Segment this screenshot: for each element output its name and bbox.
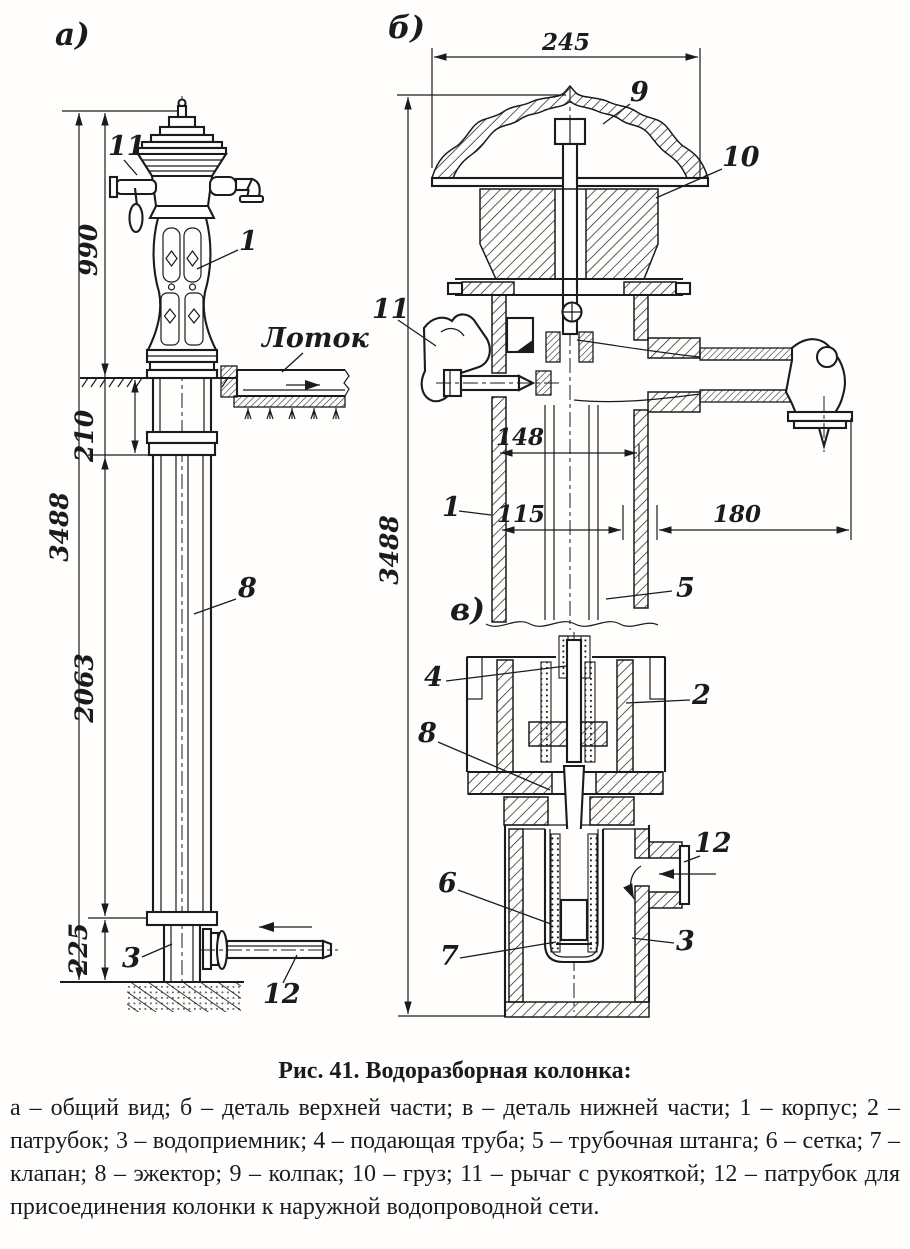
trough-leader bbox=[281, 352, 304, 373]
callout-2: 2 bbox=[691, 680, 711, 711]
spout-lip bbox=[238, 194, 265, 204]
callout-8-a: 8 bbox=[237, 573, 257, 604]
leader-8-a bbox=[193, 598, 237, 615]
leader-6 bbox=[457, 889, 552, 925]
callout-8-v: 8 bbox=[417, 718, 437, 749]
bottom-flange bbox=[145, 910, 219, 927]
callout-3-v: 3 bbox=[676, 926, 695, 957]
leader-12-v bbox=[683, 855, 701, 863]
handle-grip bbox=[128, 202, 144, 234]
callout-5: 5 bbox=[676, 573, 695, 604]
break-line bbox=[485, 621, 659, 627]
dim-245: 245 bbox=[541, 29, 590, 56]
column-head bbox=[108, 98, 265, 234]
connection-pipe-12 bbox=[623, 841, 716, 909]
gooseneck-loop bbox=[815, 345, 839, 369]
valve-body bbox=[559, 898, 589, 942]
spout-tube-topwall bbox=[699, 347, 793, 361]
foundation bbox=[127, 983, 241, 1012]
view-b-upper-detail: б) 3488 245 bbox=[372, 10, 854, 1017]
trough-label: Лоток bbox=[260, 323, 369, 354]
dim-210: 210 bbox=[70, 409, 99, 463]
leader-2 bbox=[625, 699, 691, 704]
spout-mouth-flange bbox=[786, 410, 854, 423]
leader-3-v bbox=[631, 937, 675, 944]
leader-11-a bbox=[123, 159, 138, 176]
flow-arrow-curved-icon bbox=[623, 865, 642, 900]
leader-1-b bbox=[458, 510, 492, 516]
caption-body: а – общий вид; б – деталь верхней части;… bbox=[10, 1095, 900, 1220]
leader-8-v bbox=[437, 741, 551, 791]
pipe-end-flange bbox=[678, 844, 691, 906]
mesh-right bbox=[587, 833, 598, 953]
strainer-valve bbox=[543, 829, 605, 964]
trough: Лоток bbox=[220, 323, 369, 420]
dim-3488-a: 3488 bbox=[45, 492, 74, 562]
leader-5 bbox=[605, 590, 673, 600]
valve-rod-v bbox=[565, 638, 583, 764]
leader-9 bbox=[602, 103, 631, 125]
figure-caption: Рис. 41. Водоразборная колонка: а – общи… bbox=[10, 1056, 900, 1224]
callout-6: 6 bbox=[438, 868, 457, 899]
dim-2063: 2063 bbox=[70, 653, 99, 724]
dim-990: 990 bbox=[74, 223, 103, 276]
callout-4: 4 bbox=[424, 662, 443, 693]
dim-148: 148 bbox=[496, 424, 544, 451]
callout-1-b: 1 bbox=[442, 492, 461, 523]
callout-12-v: 12 bbox=[694, 828, 732, 859]
grass-tufts bbox=[244, 408, 340, 420]
spout-union-top bbox=[647, 337, 701, 359]
ground-line bbox=[80, 376, 236, 388]
leader-12-a bbox=[282, 954, 298, 984]
callout-9: 9 bbox=[630, 77, 649, 108]
underground-column bbox=[145, 378, 219, 982]
leader-10 bbox=[655, 168, 723, 199]
view-v-label: в) bbox=[450, 592, 485, 628]
trough-underside bbox=[233, 395, 346, 408]
callout-11-b: 11 bbox=[372, 294, 410, 325]
leader-7 bbox=[459, 941, 557, 959]
technical-drawing: а) 990 210 3488 2063 225 bbox=[45, 10, 854, 1018]
coupling-upper bbox=[145, 430, 219, 445]
callout-7: 7 bbox=[440, 941, 459, 972]
lever-cam bbox=[420, 313, 491, 403]
center-rod bbox=[561, 142, 579, 336]
receiver-3 bbox=[503, 825, 651, 1018]
trough-joint bbox=[220, 365, 238, 398]
view-a-label: а) bbox=[55, 17, 90, 53]
leader-3-a bbox=[141, 943, 173, 958]
callout-3-a: 3 bbox=[122, 943, 141, 974]
receiver-bottom bbox=[504, 1001, 650, 1018]
spout-union-bottom bbox=[647, 391, 701, 413]
gooseneck bbox=[784, 338, 846, 416]
leader-11-b bbox=[397, 319, 437, 347]
callout-10: 10 bbox=[722, 142, 760, 173]
lever-mechanism bbox=[420, 301, 583, 403]
spout-tube-bottomwall bbox=[699, 389, 791, 403]
spout-assembly bbox=[573, 337, 854, 452]
spout-boss bbox=[208, 175, 238, 197]
dim-3488-b: 3488 bbox=[375, 515, 404, 585]
mesh-left bbox=[550, 833, 561, 953]
callout-1-a: 1 bbox=[239, 226, 258, 257]
view-v-lower-detail: в) bbox=[417, 592, 732, 1018]
dim-115: 115 bbox=[497, 501, 545, 528]
casing-2 bbox=[465, 638, 667, 773]
coupling-lower bbox=[147, 441, 217, 457]
dim-180: 180 bbox=[713, 501, 761, 528]
callout-12-a: 12 bbox=[263, 979, 301, 1010]
cap-shell bbox=[430, 84, 710, 179]
column-body bbox=[145, 204, 219, 380]
leader-4 bbox=[445, 665, 567, 682]
section-wedge bbox=[516, 339, 534, 352]
callout-11-a: 11 bbox=[108, 131, 146, 162]
dim-225: 225 bbox=[64, 923, 93, 976]
view-b-label: б) bbox=[388, 10, 425, 46]
leader-1-a bbox=[196, 249, 239, 270]
inlet-pipe bbox=[200, 922, 338, 971]
view-a-general: а) 990 210 3488 2063 225 bbox=[45, 17, 369, 1012]
caption-title: Рис. 41. Водоразборная колонка: bbox=[278, 1058, 632, 1084]
